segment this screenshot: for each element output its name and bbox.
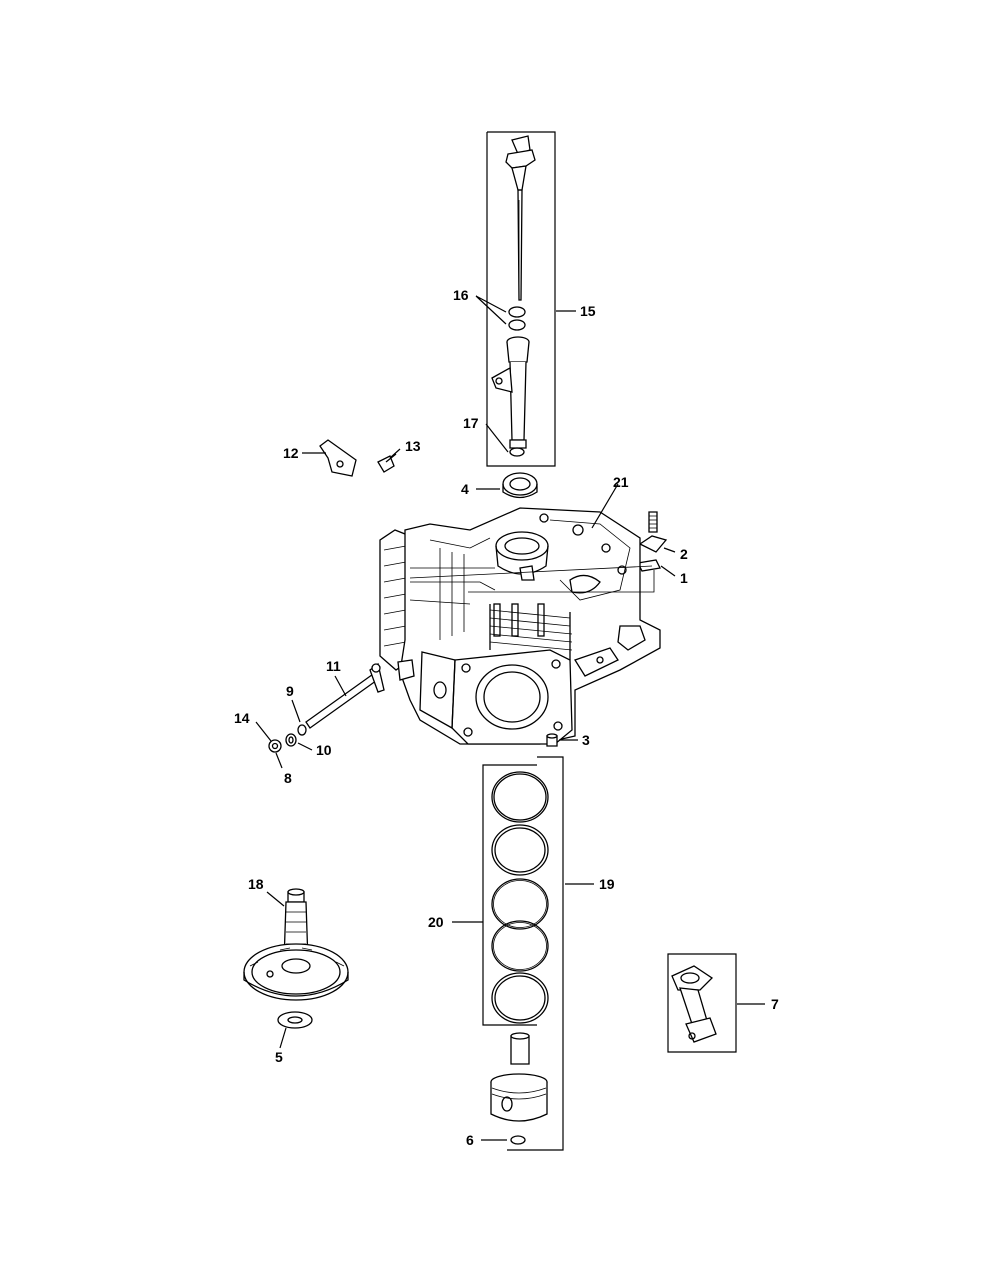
piston-ring-3-inner [493, 880, 547, 928]
o-ring-16a [508, 306, 526, 318]
leader-lines [255, 295, 765, 1141]
dipstick-tube-part [491, 336, 530, 449]
callout-7: 7 [771, 996, 779, 1012]
callout-labels: 1 2 3 4 5 6 7 8 9 10 11 12 13 14 15 16 1… [234, 287, 779, 1148]
piston-ring-5-inner [494, 975, 546, 1021]
washer-14 [268, 739, 282, 753]
callout-20: 20 [428, 914, 444, 930]
bracket-part-12 [319, 439, 357, 477]
retainer-part-6 [510, 1135, 526, 1145]
callout-12: 12 [283, 445, 299, 461]
callout-17: 17 [463, 415, 479, 431]
callout-10: 10 [316, 742, 332, 758]
piston-ring-3 [491, 878, 549, 930]
o-ring-17 [509, 447, 525, 457]
callout-1: 1 [680, 570, 688, 586]
piston-ring-5 [491, 972, 549, 1024]
crankcase-part [379, 507, 661, 745]
screw-part-13 [377, 453, 397, 473]
seal-10-inner [288, 736, 294, 744]
callout-13: 13 [405, 438, 421, 454]
piston-ring-4 [491, 920, 549, 972]
callout-18: 18 [248, 876, 264, 892]
piston-ring-2 [491, 824, 549, 876]
oil-seal-part [502, 472, 538, 499]
callout-8: 8 [284, 770, 292, 786]
callout-3: 3 [582, 732, 590, 748]
callout-11: 11 [326, 658, 341, 674]
callout-21: 21 [613, 474, 629, 490]
dowel-part-3 [546, 733, 558, 747]
o-ring-16b [508, 319, 526, 331]
callout-16: 16 [453, 287, 469, 303]
callout-4: 4 [461, 481, 469, 497]
piston-ring-4-inner [493, 922, 547, 970]
callout-6: 6 [466, 1132, 474, 1148]
bracket-15 [486, 131, 556, 467]
callout-15: 15 [580, 303, 596, 319]
callout-9: 9 [286, 683, 294, 699]
piston-ring-1 [491, 771, 549, 823]
thrust-washer-part [277, 1011, 313, 1029]
callout-14: 14 [234, 710, 250, 726]
connecting-rod-part [671, 965, 717, 1043]
gasket-part-1 [637, 559, 661, 572]
piston-pin-part [510, 1032, 530, 1065]
piston-part [490, 1073, 548, 1122]
washer-9 [297, 724, 307, 736]
callout-19: 19 [599, 876, 615, 892]
washer-14-inner [271, 742, 279, 750]
dipstick-part [505, 135, 536, 301]
bolt-part-2 [638, 511, 668, 553]
piston-ring-2-inner [494, 827, 546, 873]
callout-2: 2 [680, 546, 688, 562]
bracket-19 [482, 756, 564, 1151]
callout-5: 5 [275, 1049, 283, 1065]
governor-shaft-part [305, 662, 385, 729]
seal-10 [285, 733, 297, 747]
bracket-7 [667, 953, 737, 1053]
piston-ring-1-inner [493, 773, 547, 821]
camshaft-part [243, 888, 349, 1001]
